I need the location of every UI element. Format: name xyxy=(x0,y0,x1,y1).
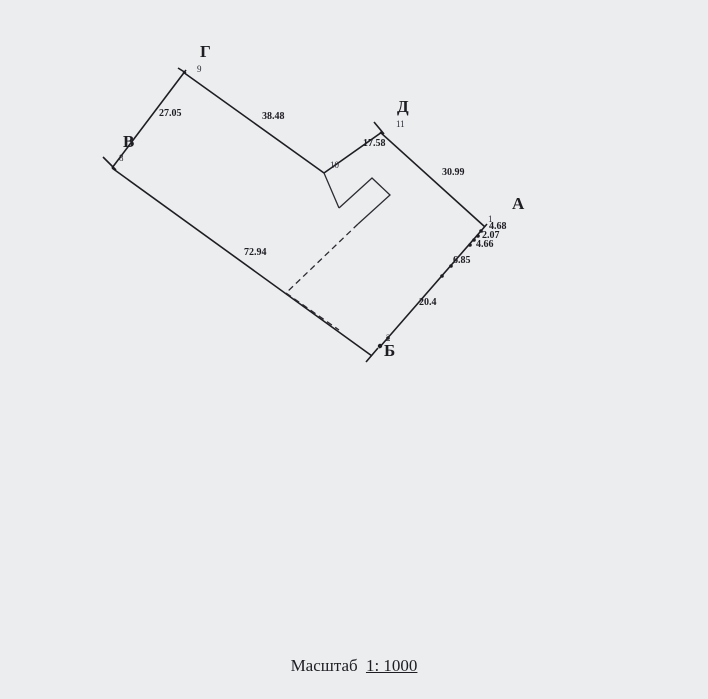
corner-label-a: А xyxy=(512,194,525,213)
length-a-2: 2.07 xyxy=(482,230,500,241)
boundary-extension-g xyxy=(177,67,187,74)
length-d-a: 30.99 xyxy=(442,167,465,178)
survey-point xyxy=(479,229,483,233)
corner-label-d: Д xyxy=(397,97,409,116)
vertex-number-10: 10 xyxy=(330,160,340,170)
corner-label-v: В xyxy=(123,132,134,151)
survey-point xyxy=(386,336,390,340)
length-10-d: 17.58 xyxy=(363,138,386,149)
length-a-4: 6.85 xyxy=(453,255,471,266)
boundary-extension-v xyxy=(102,156,117,171)
vertex-number-9: 9 xyxy=(197,64,202,74)
length-g-10: 38.48 xyxy=(262,111,285,122)
boundary-extension-d xyxy=(373,121,385,135)
scale-value: 1: 1000 xyxy=(365,656,418,675)
vertex-number-8: 8 xyxy=(119,153,124,163)
vertex-number-11: 11 xyxy=(396,119,405,129)
boundary-extension-b xyxy=(365,347,379,363)
corner-label-b: Б xyxy=(384,341,395,360)
boundary-b-v xyxy=(111,167,373,357)
scale-caption: Масштаб 1: 1000 xyxy=(0,656,708,676)
boundary-10-d xyxy=(323,131,383,174)
boundary-a-b xyxy=(378,223,488,349)
vertex-number-1: 1 xyxy=(488,214,493,224)
length-a-5: 20.4 xyxy=(419,297,437,308)
length-a-1: 4.68 xyxy=(489,221,507,232)
building-line-1 xyxy=(323,172,340,209)
survey-point xyxy=(476,234,480,238)
building-dashed-line xyxy=(285,223,359,294)
scale-label: Масштаб xyxy=(290,656,358,675)
length-v-g: 27.05 xyxy=(159,108,182,119)
survey-point xyxy=(472,238,476,242)
vertex-number-2: 2 xyxy=(386,333,391,343)
survey-point xyxy=(377,343,383,349)
length-v-b: 72.94 xyxy=(244,247,267,258)
boundary-d-a xyxy=(379,131,486,228)
boundary-v-g xyxy=(111,69,187,169)
survey-point xyxy=(440,274,444,278)
building-outline xyxy=(338,177,391,225)
boundary-g-10 xyxy=(182,71,325,174)
building-dashed-line-2 xyxy=(285,292,340,331)
survey-point xyxy=(468,243,472,247)
survey-point xyxy=(449,264,453,268)
length-a-3: 4.66 xyxy=(476,239,494,250)
corner-label-g: Г xyxy=(200,42,211,61)
